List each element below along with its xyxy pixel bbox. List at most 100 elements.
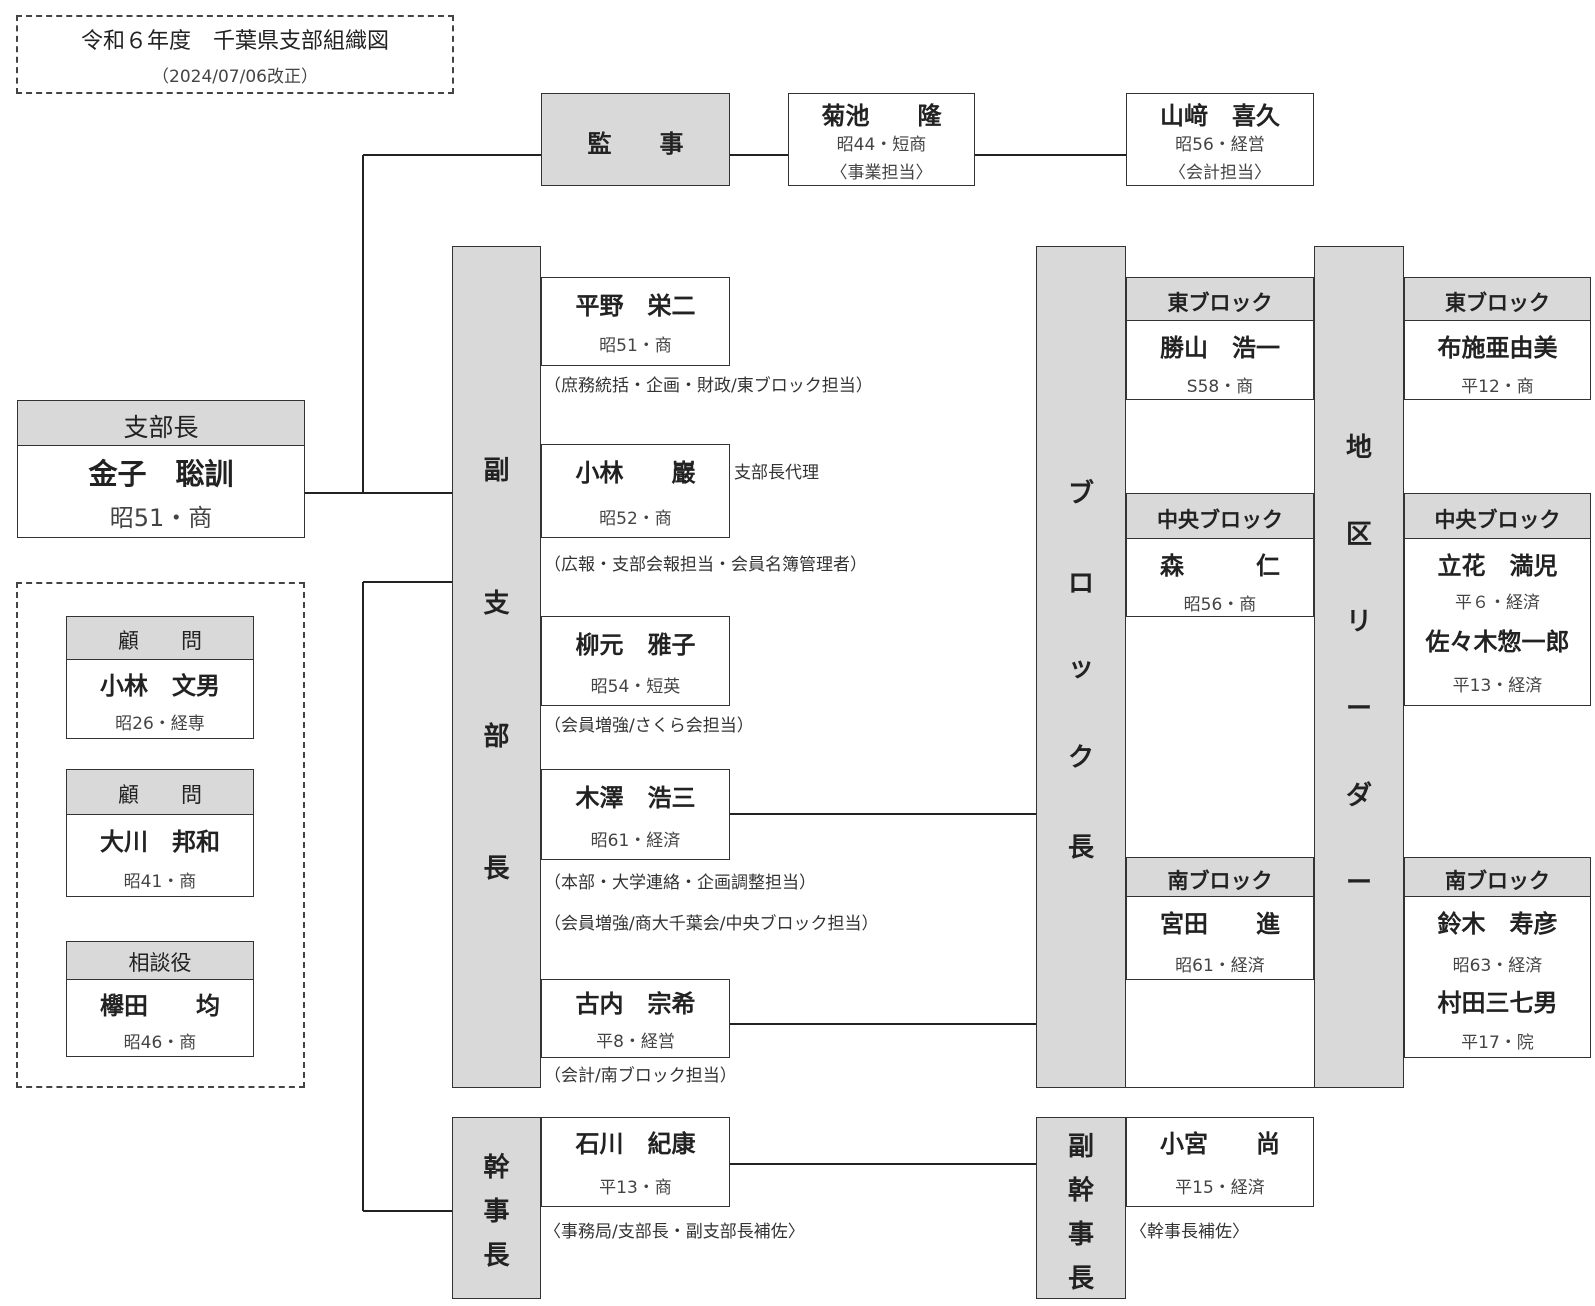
- vice-member-5-role: （会計/南ブロック担当）: [544, 1066, 737, 1086]
- block-panel: [1126, 277, 1314, 1088]
- chief-header: 支部長: [18, 401, 304, 446]
- advisor-card-2: 顧 問 大川 邦和 昭41・商: [66, 769, 254, 897]
- leader-central-name-2: 佐々木惣一郎: [1425, 628, 1570, 656]
- leader-label-2: 区: [1345, 520, 1372, 550]
- advisor-1-header: 顧 問: [67, 617, 253, 660]
- advisor-1-sub: 昭26・経専: [115, 714, 205, 734]
- block-central-card: 中央ブロック 森 仁 昭56・商: [1126, 493, 1314, 617]
- vice-secretary-role: 〈幹事長補佐〉: [1130, 1222, 1249, 1242]
- vice-member-4-sub: 昭61・経済: [590, 831, 681, 851]
- secretary-label-2: 事: [483, 1197, 510, 1227]
- leader-central-name-1: 立花 満児: [1437, 552, 1558, 580]
- title-box: 令和６年度 千葉県支部組織図 （2024/07/06改正）: [16, 15, 454, 94]
- vice-member-3-name: 柳元 雅子: [575, 631, 696, 659]
- vice-secretary-label-1: 副: [1067, 1132, 1094, 1162]
- vice-member-2: 小林 巖 昭52・商: [541, 444, 730, 538]
- vice-chief-column: 副 支 部 長: [452, 246, 541, 1088]
- auditor-2-role: 〈会計担当〉: [1169, 163, 1271, 183]
- advisor-2-header: 顧 問: [67, 770, 253, 815]
- leader-south-name-2: 村田三七男: [1437, 989, 1558, 1017]
- advisor-2-name: 大川 邦和: [100, 828, 220, 856]
- advisor-3-sub: 昭46・商: [123, 1033, 197, 1053]
- leader-central-sub-1: 平６・経済: [1455, 593, 1540, 613]
- leader-central-header: 中央ブロック: [1405, 494, 1590, 539]
- block-east-label: 東ブロック: [1167, 291, 1273, 315]
- leader-east-sub: 平12・商: [1461, 377, 1534, 397]
- vice-secretary-name: 小宮 尚: [1160, 1130, 1280, 1158]
- vice-secretary-label-2: 幹: [1067, 1176, 1094, 1206]
- vice-member-2-name: 小林 巖: [575, 459, 696, 487]
- block-label-4: ク: [1067, 743, 1094, 773]
- leader-east-header: 東ブロック: [1405, 278, 1590, 321]
- vice-secretary-sub: 平15・経済: [1175, 1178, 1265, 1198]
- leader-column: 地 区 リ ー ダ ー: [1314, 246, 1404, 1088]
- vice-label-4: 長: [483, 854, 510, 884]
- vice-member-4-role2: （会員増強/商大千葉会/中央ブロック担当）: [544, 914, 879, 934]
- leader-south-card: 南ブロック 鈴木 寿彦 昭63・経済 村田三七男 平17・院: [1404, 857, 1591, 1058]
- advisor-card-1: 顧 問 小林 文男 昭26・経専: [66, 616, 254, 739]
- vice-member-2-sub: 昭52・商: [599, 509, 672, 529]
- leader-south-label: 南ブロック: [1445, 869, 1550, 893]
- vice-member-2-extra: 支部長代理: [734, 463, 819, 483]
- advisor-1-name: 小林 文男: [100, 672, 220, 700]
- block-chief-column: ブ ロ ッ ク 長: [1036, 246, 1126, 1088]
- auditor-2-sub: 昭56・経営: [1175, 135, 1265, 155]
- vice-member-1-sub: 昭51・商: [599, 336, 672, 356]
- vice-label-1: 副: [483, 456, 510, 486]
- secretary-role: 〈事務局/支部長・副支部長補佐〉: [544, 1222, 805, 1242]
- leader-label-1: 地: [1345, 433, 1372, 463]
- advisor-2-label: 顧 問: [118, 783, 202, 807]
- auditor-1-sub: 昭44・短商: [836, 135, 927, 155]
- vice-member-3-role: （会員増強/さくら会担当）: [544, 716, 754, 736]
- block-east-header: 東ブロック: [1127, 278, 1313, 321]
- leader-central-card: 中央ブロック 立花 満児 平６・経済 佐々木惣一郎 平13・経済: [1404, 493, 1591, 706]
- advisor-3-name: 欅田 均: [100, 992, 220, 1020]
- auditor-card-2: 山﨑 喜久 昭56・経営 〈会計担当〉: [1126, 93, 1314, 186]
- secretary-card: 石川 紀康 平13・商: [541, 1117, 730, 1207]
- auditor-2-name: 山﨑 喜久: [1160, 102, 1280, 130]
- vice-member-5-name: 古内 宗希: [575, 990, 696, 1018]
- vice-member-5-sub: 平8・経営: [596, 1032, 675, 1052]
- leader-east-label: 東ブロック: [1445, 291, 1550, 315]
- block-label-5: 長: [1067, 833, 1094, 863]
- vice-member-4-role: （本部・大学連絡・企画調整担当）: [544, 873, 816, 893]
- vice-member-1-name: 平野 栄二: [575, 292, 696, 320]
- vice-member-1: 平野 栄二 昭51・商: [541, 277, 730, 366]
- title-date: （2024/07/06改正）: [152, 67, 318, 87]
- auditor-card-1: 菊池 隆 昭44・短商 〈事業担当〉: [788, 93, 975, 186]
- vice-member-3-sub: 昭54・短英: [590, 677, 681, 697]
- block-south-name: 宮田 進: [1160, 910, 1280, 938]
- vice-label-2: 支: [483, 589, 510, 619]
- vice-secretary-column: 副 幹 事 長: [1036, 1117, 1126, 1299]
- advisor-3-header: 相談役: [67, 942, 253, 980]
- leader-label-6: ー: [1345, 868, 1372, 898]
- auditor-label: 監 事: [587, 130, 684, 158]
- leader-south-header: 南ブロック: [1405, 858, 1590, 897]
- auditor-1-name: 菊池 隆: [821, 102, 942, 130]
- vice-member-4-name: 木澤 浩三: [575, 784, 696, 812]
- vice-label-3: 部: [483, 722, 510, 752]
- block-south-card: 南ブロック 宮田 進 昭61・経済: [1126, 857, 1314, 980]
- auditor-label-box: 監 事: [541, 93, 730, 186]
- block-label-3: ッ: [1067, 653, 1094, 683]
- advisors-group: [16, 582, 305, 1088]
- block-central-label: 中央ブロック: [1157, 508, 1283, 532]
- leader-east-card: 東ブロック 布施亜由美 平12・商: [1404, 277, 1591, 400]
- block-central-header: 中央ブロック: [1127, 494, 1313, 539]
- vice-member-1-role: （庶務統括・企画・財政/東ブロック担当）: [544, 376, 873, 396]
- block-south-header: 南ブロック: [1127, 858, 1313, 897]
- block-east-name: 勝山 浩一: [1160, 334, 1280, 362]
- vice-member-3: 柳元 雅子 昭54・短英: [541, 616, 730, 706]
- leader-label-4: ー: [1345, 694, 1372, 724]
- secretary-column: 幹 事 長: [452, 1117, 541, 1299]
- block-label-2: ロ: [1067, 569, 1094, 599]
- secretary-sub: 平13・商: [599, 1178, 672, 1198]
- vice-secretary-card: 小宮 尚 平15・経済: [1126, 1117, 1314, 1207]
- leader-south-name-1: 鈴木 寿彦: [1437, 910, 1558, 938]
- chief-card: 支部長 金子 聡訓 昭51・商: [17, 400, 305, 538]
- block-east-card: 東ブロック 勝山 浩一 S58・商: [1126, 277, 1314, 400]
- block-central-sub: 昭56・商: [1183, 595, 1257, 615]
- leader-south-sub-2: 平17・院: [1461, 1033, 1534, 1053]
- vice-member-5: 古内 宗希 平8・経営: [541, 979, 730, 1058]
- block-south-sub: 昭61・経済: [1175, 956, 1265, 976]
